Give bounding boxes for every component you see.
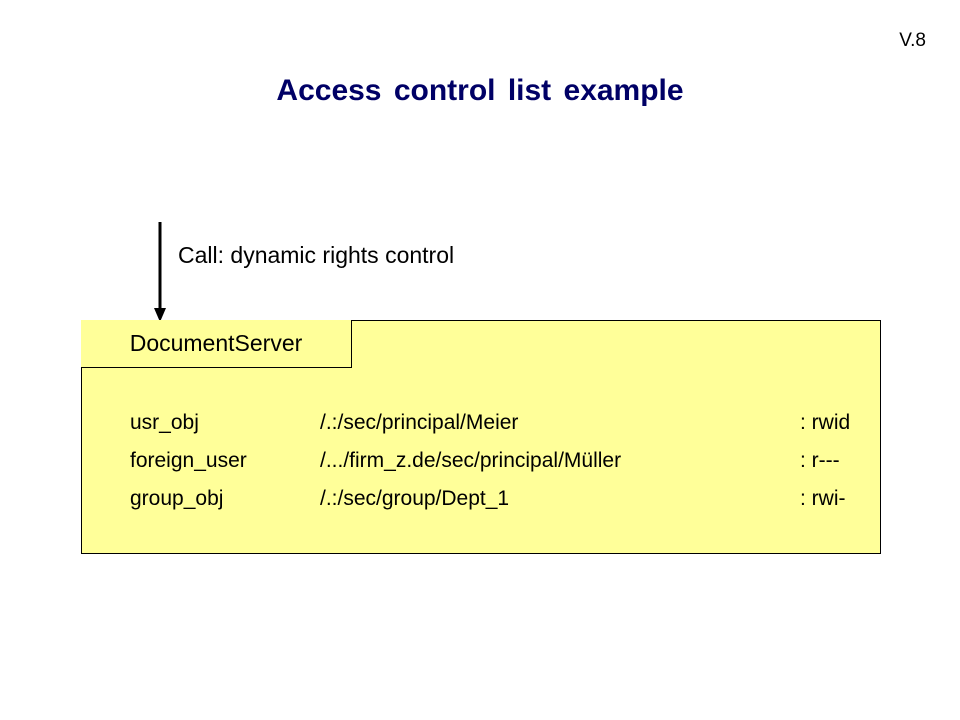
acl-entry-rights: : rwid [800,411,851,434]
acl-entry-path: /.:/sec/group/Dept_1 [320,487,510,510]
acl-entry-path: /.:/sec/principal/Meier [320,411,519,434]
call-arrow-icon [154,222,166,322]
acl-entry-rights: : r--- [800,449,840,472]
acl-entry-path: /.../firm_z.de/sec/principal/Müller [320,449,622,472]
acl-entry-name: usr_obj [130,411,199,434]
acl-table: usr_obj /.:/sec/principal/Meier : rwid f… [130,411,870,525]
acl-entry: foreign_user /.../firm_z.de/sec/principa… [130,449,870,487]
page-title: Access control list example [276,74,684,107]
call-label: Call: dynamic rights control [178,242,455,268]
document-server-label: DocumentServer [81,320,352,368]
acl-entry-name: foreign_user [130,449,247,472]
slide-number: V.8 [899,30,926,51]
acl-entry-name: group_obj [130,487,224,510]
acl-entry: usr_obj /.:/sec/principal/Meier : rwid [130,411,870,449]
acl-entry: group_obj /.:/sec/group/Dept_1 : rwi- [130,487,870,525]
acl-entry-rights: : rwi- [800,487,846,510]
